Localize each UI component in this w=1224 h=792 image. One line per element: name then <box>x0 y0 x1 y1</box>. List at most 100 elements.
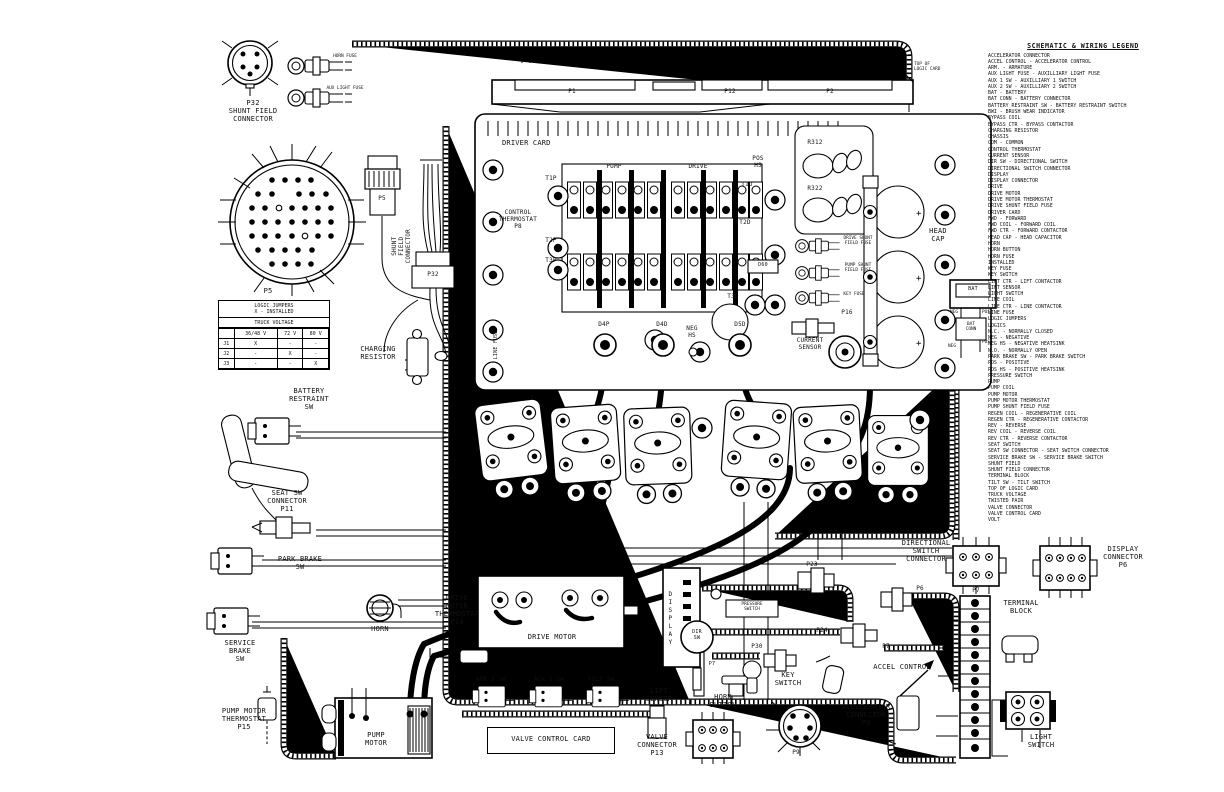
battery-restraint-label: BATTERY RESTRAINT SW <box>289 387 329 411</box>
legend-item: TILT SW - TILT SWITCH <box>988 479 1050 486</box>
legend-item: LINE CTR - LINE CONTACTOR <box>988 303 1062 310</box>
legend-item: SEAT SWITCH <box>988 441 1021 448</box>
corner-cell <box>219 328 235 339</box>
legend-item: PUMP SHUNT FIELD FUSE <box>988 404 1050 411</box>
row-label-j2: J2 <box>219 348 235 359</box>
p6-mid-label: P6 <box>916 585 924 592</box>
legend-item: LIFT SENSOR <box>988 284 1021 291</box>
key-switch-label: KEY SWITCH <box>774 671 802 687</box>
legend-item: PUMP MOTOR THERMOSTAT <box>988 397 1050 404</box>
p7-dir-stub-label: P7 <box>708 661 716 667</box>
service-brake-label: SERVICE BRAKE SW <box>224 639 256 663</box>
cell: - <box>302 348 329 359</box>
legend-item: DRIVER CARD <box>988 209 1021 216</box>
neg-label-1: NEG <box>950 310 958 315</box>
cell: - <box>276 338 304 349</box>
p30-label: P30 <box>751 643 763 650</box>
legend-title: SCHEMATIC & WIRING LEGEND <box>1027 42 1139 50</box>
legend-item: KEY FUSE <box>988 266 1012 273</box>
legend-item: CURRENT SENSOR <box>988 153 1030 159</box>
t1p-label: T1P <box>545 175 557 182</box>
drive-shunt-fuse-label: DRIVE SHUNT FIELD FUSE <box>843 236 873 247</box>
p5-barrel-label: P5 <box>378 195 386 202</box>
aux2-label: AUX 2 SW <box>475 676 507 683</box>
legend-item: DISPLAY <box>988 171 1009 178</box>
legend-item: DRIVE SHUNT FIELD FUSE <box>988 203 1053 210</box>
d5d-label: D5D <box>734 321 746 328</box>
right-connectors <box>945 537 1098 759</box>
legend-item: PRESSURE SWITCH <box>988 372 1033 379</box>
legend-item: ACCELERATOR CONNECTOR <box>988 52 1050 59</box>
d4p-label: D4P <box>598 321 610 328</box>
horn-fuse-label: HORN FUSE <box>333 54 357 59</box>
legend-item: DIR SW - DIRECTIONAL SWITCH <box>988 159 1068 166</box>
legend-item: REV CTR - REVERSE CONTACTOR <box>988 435 1068 442</box>
aux-light-fuse-label: AUX LIGHT FUSE <box>326 86 364 91</box>
pos-hs-label: POS HS <box>752 155 764 169</box>
control-thermostat-label: CONTROL THERMOSTAT P8 <box>498 209 538 230</box>
pump-motor-label: PUMP MOTOR <box>364 731 388 747</box>
lift-sensor-label: LIFT SENSOR <box>645 687 673 703</box>
legend-item: LOGIC JUMPERS <box>988 316 1027 323</box>
legend-item: REV COIL - REVERSE COIL <box>988 429 1056 436</box>
legend-item: TRUCK VOLTAGE <box>988 492 1027 499</box>
dir-sw-label: DIR SW <box>692 629 702 641</box>
legend-item: ACCEL CONTROL - ACCELERATOR CONTROL <box>988 58 1092 65</box>
d4d-label: D4D <box>656 321 668 328</box>
legend-item: DRIVE MOTOR <box>988 190 1021 197</box>
p7-connector-label: P7 <box>972 587 980 594</box>
legend-item: BATTERY RESTRAINT SW - BATTERY RESTRAINT… <box>988 102 1127 109</box>
logic-card <box>491 50 914 113</box>
legend-item: NEG - NEGATIVE <box>988 335 1030 342</box>
branch-wires <box>252 61 1041 757</box>
drive-thermostat-label: DRIVE MOTOR THERMOSTAT P14 <box>434 594 480 626</box>
t1d-label: T1D <box>741 181 753 188</box>
top-of-logic-card-label: TOP OF LOGIC CARD <box>914 62 941 73</box>
legend-item: ARM. - ARMATURE <box>988 65 1033 72</box>
legend-item: COM - COMMON <box>988 140 1024 147</box>
display-key-accel <box>662 567 934 756</box>
legend-item: DRIVE <box>988 184 1003 191</box>
light-switch-label: LIGHT SWITCH <box>1027 733 1055 749</box>
pressure-switch-label: PRESSURE SWITCH <box>741 602 763 613</box>
t2d-label: T2D <box>739 219 751 226</box>
legend-item: VALVE CONTROL CARD <box>988 511 1041 518</box>
legend-item: REV - REVERSE <box>988 423 1027 430</box>
legend-item: CHASSIS <box>988 134 1009 141</box>
legend-item: AUX 1 SW - AUXILLIARY 1 SWITCH <box>988 77 1077 84</box>
line-fuse-label: LINE FUSE <box>493 330 500 360</box>
p1-label: P1 <box>568 88 576 95</box>
horn-button-label: HORN BUTTON <box>709 693 737 709</box>
legend-item: FWD COIL - FORWARD COIL <box>988 222 1056 229</box>
table-row: J2 - X - <box>219 348 329 359</box>
legend-item: DISPLAY CONNECTOR <box>988 178 1039 185</box>
legend-item: DIRECTIONAL SWITCH CONNECTOR <box>988 165 1071 172</box>
legend-item: KEY SWITCH <box>988 272 1018 279</box>
legend-item: TERMINAL BLOCK <box>988 473 1030 480</box>
p9-label: P9 <box>792 749 800 756</box>
drive-motor-label: DRIVE MOTOR <box>527 633 577 641</box>
legend-item: AUX 2 SW - AUXILLIARY 2 SWITCH <box>988 83 1077 90</box>
display-label: DISPLAY <box>666 591 674 647</box>
charging-resistor-label: CHARGING RESISTOR <box>360 345 396 361</box>
legend-item: LIGHT SWITCH <box>988 291 1024 298</box>
legend-item: HORN FUSE <box>988 253 1015 260</box>
svg-text:+: + <box>916 209 922 219</box>
neg-hs-label: NEG HS <box>686 325 698 339</box>
legend-item: LINE COIL <box>988 297 1015 304</box>
t2p-label: T2P <box>545 237 557 244</box>
t3p-label: T3P <box>545 257 557 264</box>
legend-item: SHUNT FIELD CONNECTOR <box>988 467 1050 474</box>
neg-label-2: NEG <box>948 344 956 349</box>
t3d-label: T3D <box>727 293 739 300</box>
pos-label-1: POS <box>982 310 990 315</box>
cell: - <box>302 338 329 349</box>
horn-label: HORN <box>371 625 389 633</box>
p16-label: P16 <box>841 309 853 316</box>
legend-item: VOLT <box>988 517 1000 524</box>
cell: X <box>233 338 278 349</box>
legend-item: REGEN CTR - REGENERATIVE CONTACTOR <box>988 416 1089 423</box>
